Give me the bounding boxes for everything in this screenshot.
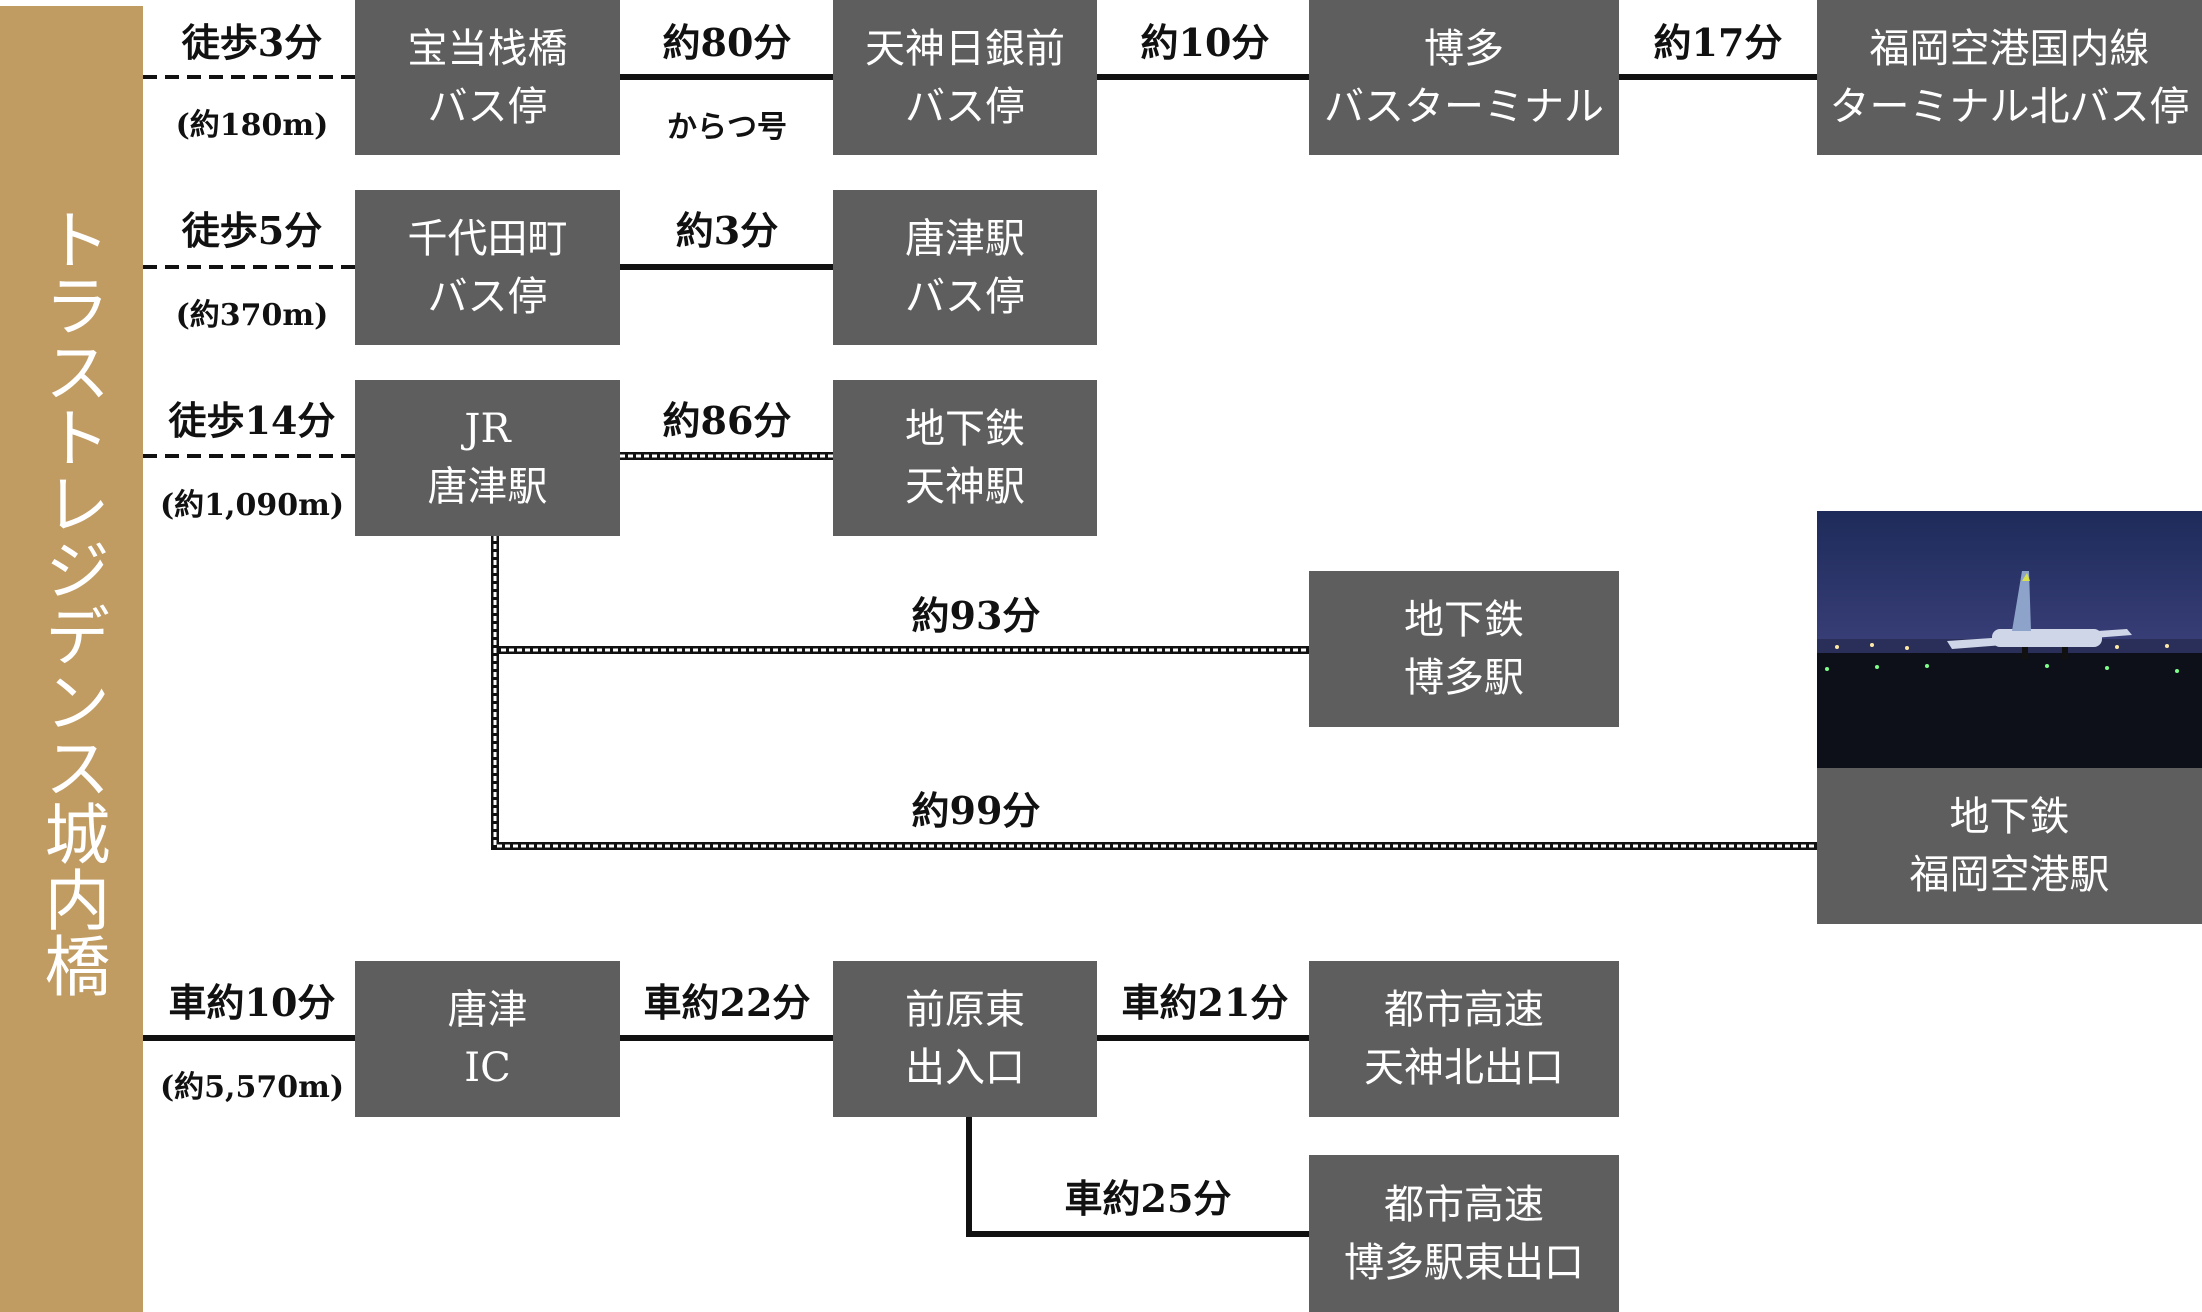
leg-time-jr-airport: 約99分 — [911, 788, 1041, 833]
stop-hoto-pier-bus: 宝当栈橋 バス停 — [355, 0, 620, 155]
stop-hakata-bus-terminal: 博多 バスターミナル — [1309, 0, 1619, 155]
drive-time-to-ic: 車約10分 — [168, 980, 336, 1025]
walk-distance-hoto: (約180m) — [175, 108, 329, 143]
walk-distance-jr: (約1,090m) — [159, 488, 345, 523]
stop-chiyodamachi-bus: 千代田町 バス停 — [355, 190, 620, 345]
leg-time-hakata-airport: 約17分 — [1653, 20, 1783, 65]
stop-label: 宝当栈橋 バス停 — [407, 25, 568, 130]
drive-line-4 — [966, 1117, 1309, 1237]
leg-time-jr-tenjin: 約86分 — [662, 398, 792, 443]
stop-label: 前原東 出入口 — [905, 987, 1025, 1091]
stop-tenjin-nichigin-bus: 天神日銀前 バス停 — [833, 0, 1097, 155]
walk-time-chiyoda: 徒歩5分 — [181, 208, 323, 253]
stop-subway-hakata: 地下鉄 博多駅 — [1309, 571, 1619, 727]
leg-time-maebaru-tenjin: 車約21分 — [1121, 980, 1289, 1025]
stop-expressway-tenjin-north: 都市高速 天神北出口 — [1309, 961, 1619, 1117]
stop-label: 福岡空港国内線 ターミナル北バス停 — [1829, 25, 2190, 130]
stop-expressway-hakata-east: 都市高速 博多駅東出口 — [1309, 1155, 1619, 1312]
origin-name: トラストレジデンス城内橋 — [33, 206, 111, 998]
walk-time-hoto: 徒歩3分 — [181, 20, 323, 65]
stop-subway-tenjin: 地下鉄 天神駅 — [833, 380, 1097, 536]
stop-label: 博多 バスターミナル — [1324, 25, 1604, 130]
stop-label: 都市高速 天神北出口 — [1364, 987, 1564, 1091]
rail-line-airport — [491, 536, 1817, 850]
stop-karatsu-ic: 唐津 IC — [355, 961, 620, 1117]
origin-band: トラストレジデンス城内橋 — [0, 6, 143, 1312]
stop-jr-karatsu: JR 唐津駅 — [355, 380, 620, 536]
leg-time-tenjin-hakata: 約10分 — [1140, 20, 1270, 65]
leg-time-jr-hakata: 約93分 — [911, 593, 1041, 638]
stop-label: 千代田町 バス停 — [407, 215, 568, 320]
stop-label: 地下鉄 博多駅 — [1404, 597, 1524, 701]
airport-photo-image — [1817, 511, 2202, 768]
leg-time-chiyoda-karatsu: 約3分 — [675, 208, 779, 253]
rail-line-hakata — [491, 536, 1309, 654]
stop-maebaru-east: 前原東 出入口 — [833, 961, 1097, 1117]
stop-label: 地下鉄 天神駅 — [905, 406, 1025, 510]
drive-distance-to-ic: (約5,570m) — [159, 1070, 345, 1105]
stop-label: 唐津 IC — [447, 987, 528, 1091]
walk-distance-chiyoda: (約370m) — [175, 298, 329, 333]
leg-time-karatsu-tenjin: 約80分 — [662, 20, 792, 65]
stop-label: JR 唐津駅 — [427, 406, 548, 510]
airport-night-photo — [1817, 511, 2202, 768]
stop-karatsu-station-bus: 唐津駅 バス停 — [833, 190, 1097, 345]
stop-airport-domestic-bus: 福岡空港国内線 ターミナル北バス停 — [1817, 0, 2202, 155]
stop-label: 地下鉄 福岡空港駅 — [1909, 794, 2110, 898]
leg-time-ic-maebaru: 車約22分 — [643, 980, 811, 1025]
stop-subway-fukuoka-airport: 地下鉄 福岡空港駅 — [1817, 768, 2202, 924]
stop-label: 唐津駅 バス停 — [905, 215, 1025, 320]
bus-name: からつ号 — [667, 110, 787, 145]
leg-time-maebaru-hakata: 車約25分 — [1064, 1176, 1232, 1221]
walk-time-jr: 徒歩14分 — [168, 398, 336, 443]
stop-label: 天神日銀前 バス停 — [865, 25, 1065, 130]
stop-label: 都市高速 博多駅東出口 — [1344, 1181, 1584, 1286]
